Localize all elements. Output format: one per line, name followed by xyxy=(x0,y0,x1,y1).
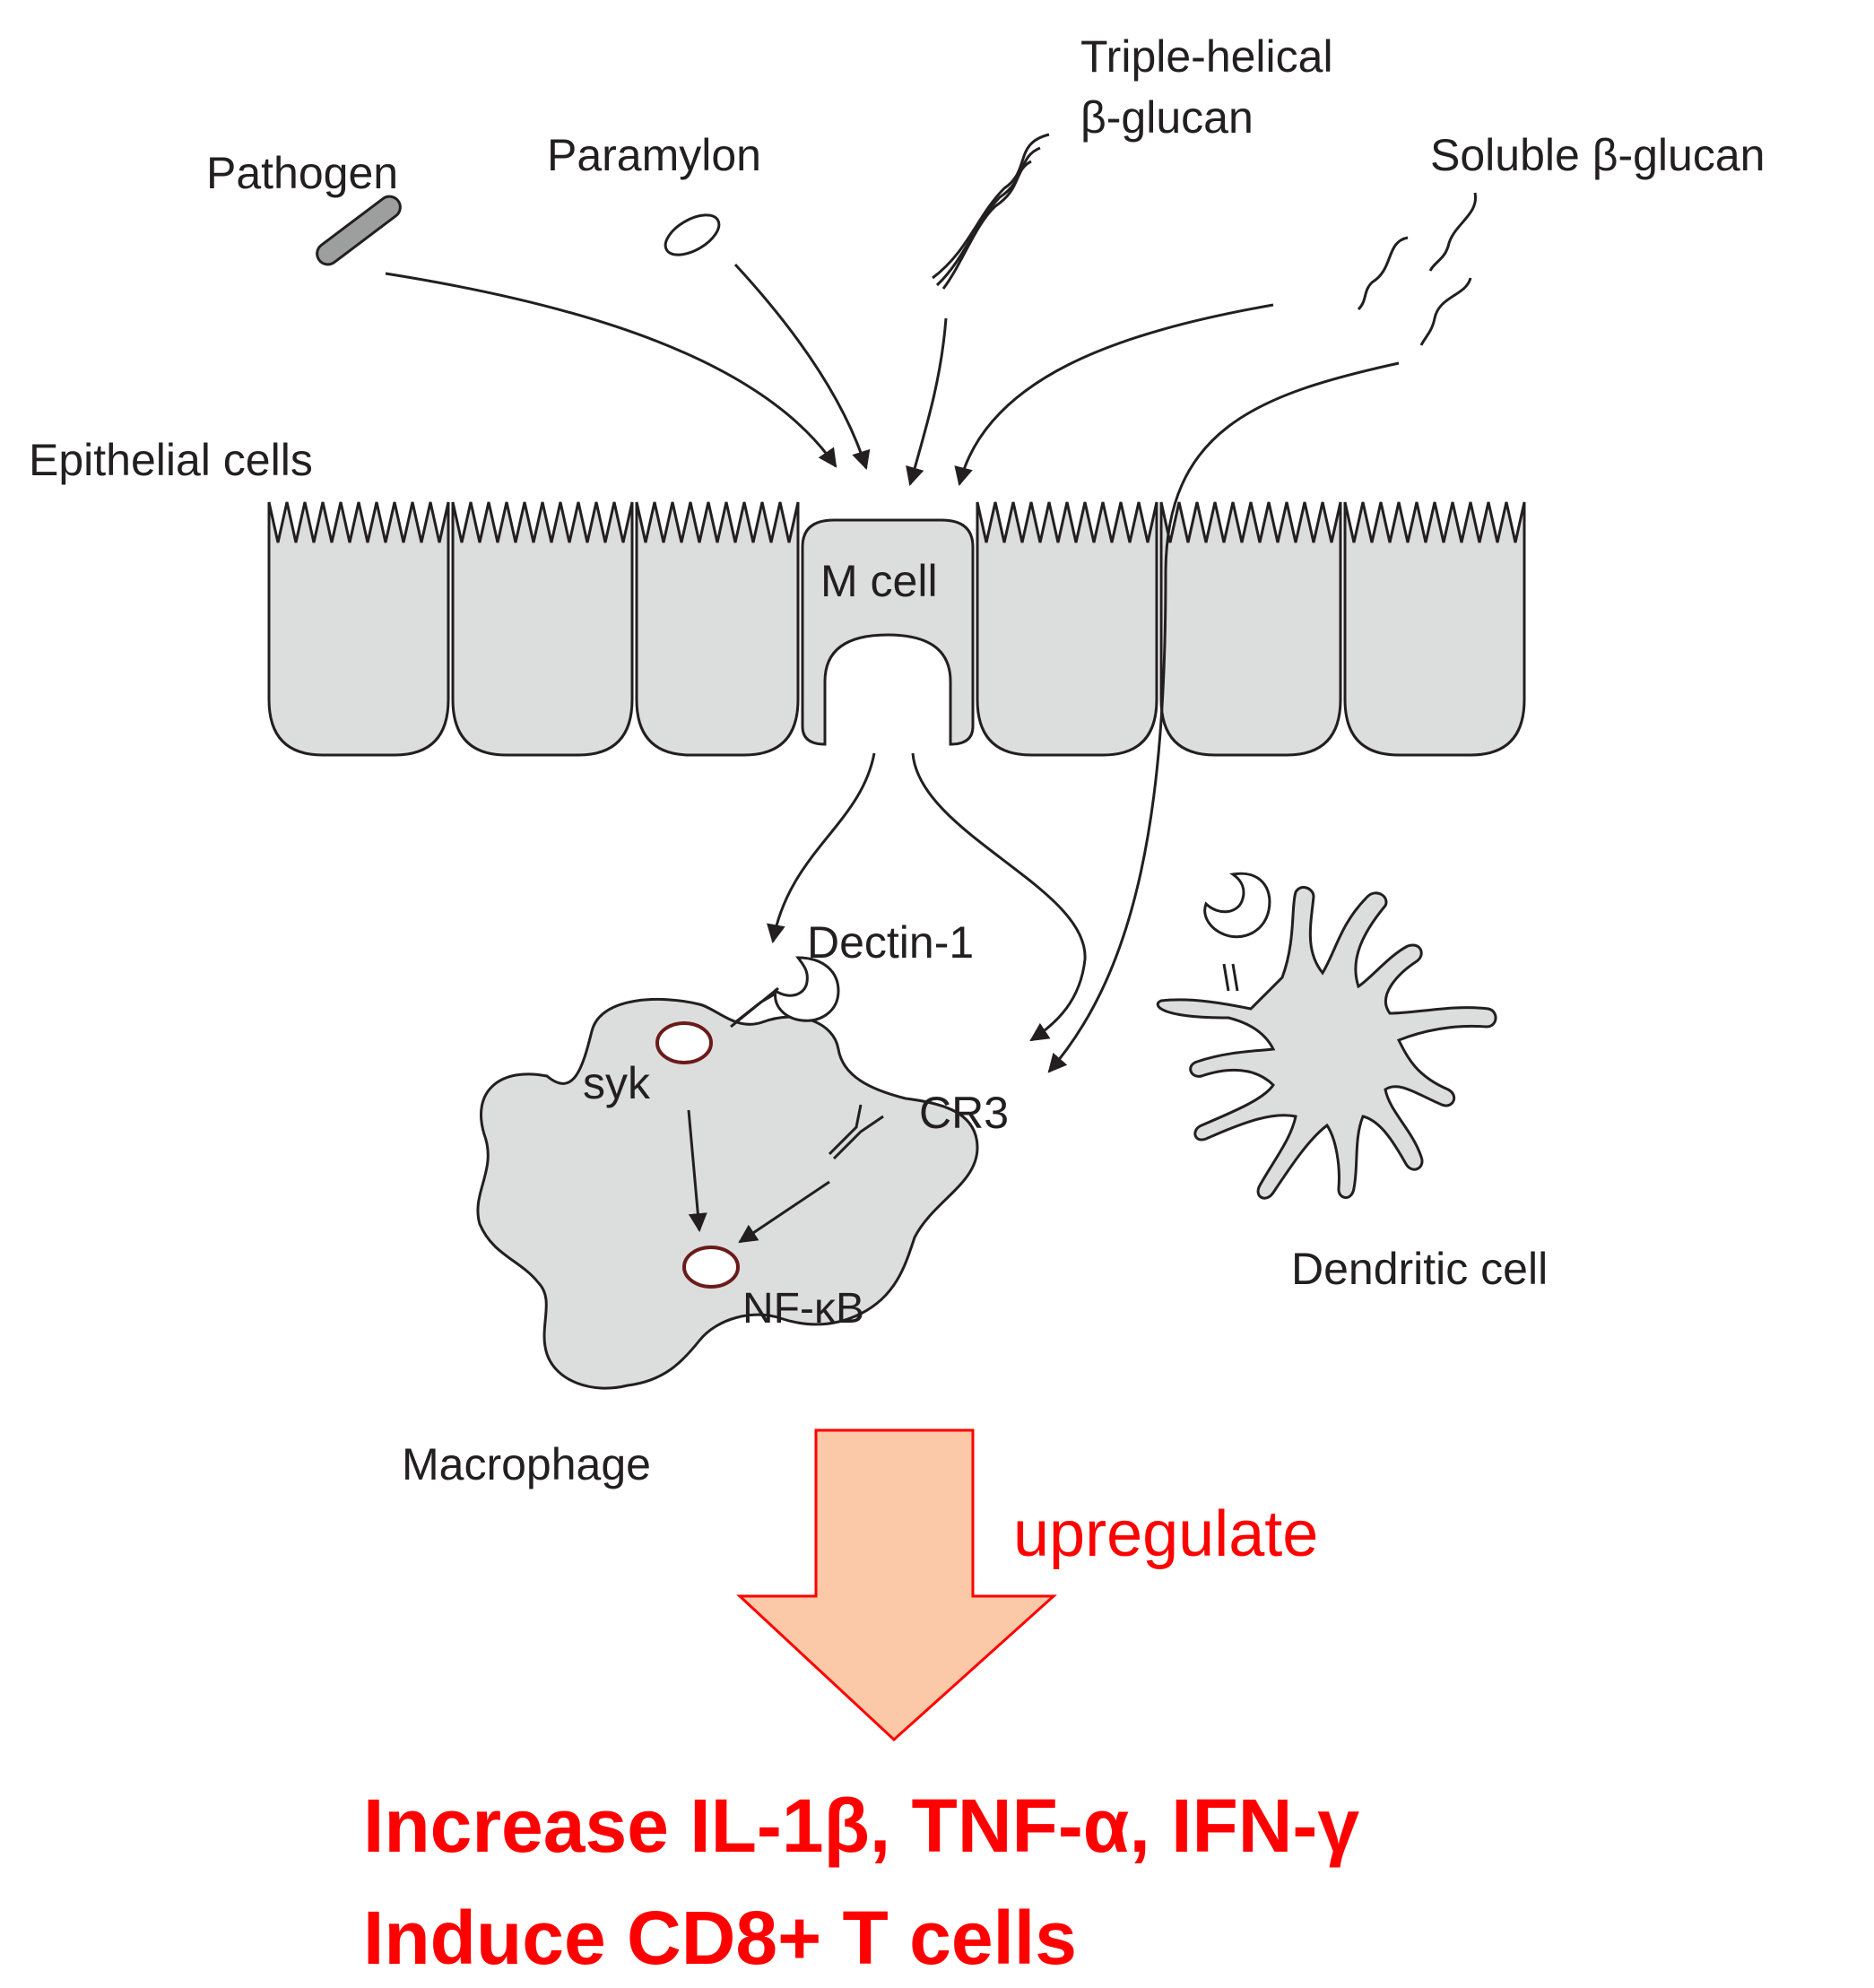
paramylon-shape xyxy=(664,213,721,256)
triple-helical-glucan-shape xyxy=(932,133,1050,290)
epithelial-cells-label: Epithelial cells xyxy=(29,435,313,485)
result-line-1: Increase IL-1β, TNF-α, IFN-γ xyxy=(363,1784,1359,1868)
macrophage-label: Macrophage xyxy=(402,1439,651,1489)
triple-helical-label-1: Triple-helical xyxy=(1080,31,1333,82)
dectin-1-label: Dectin-1 xyxy=(807,917,974,968)
nfkb-node xyxy=(682,1246,740,1289)
dectin-1-receptor xyxy=(730,956,840,1029)
soluble-glucan-arrow xyxy=(954,303,1274,487)
epithelial-cell-5 xyxy=(1159,501,1342,757)
nfkb-label: NF-κB xyxy=(742,1285,864,1333)
triple-glucan-arrow xyxy=(906,317,948,487)
epithelial-cell-1 xyxy=(267,501,450,757)
epithelial-cell-2 xyxy=(451,501,634,757)
result-line-2: Induce CD8+ T cells xyxy=(363,1896,1077,1980)
cr3-label: CR3 xyxy=(919,1088,1009,1138)
dendritic-cell-label: Dendritic cell xyxy=(1291,1244,1548,1294)
m-cell-label: M cell xyxy=(820,556,938,606)
soluble-glucan-label: Soluble β-glucan xyxy=(1430,130,1765,180)
cr3-receptor xyxy=(828,1104,884,1160)
pathogen-shape xyxy=(316,195,402,266)
pathogen-arrow xyxy=(385,272,837,468)
dendritic-receptor xyxy=(1203,872,1271,992)
epithelial-cell-4 xyxy=(976,501,1158,757)
triple-helical-label-2: β-glucan xyxy=(1080,92,1254,143)
macrophage-cell xyxy=(476,997,979,1390)
soluble-glucan-shape xyxy=(1357,192,1478,346)
mcell-to-dectin-arrow xyxy=(767,752,876,944)
epithelial-layer xyxy=(267,501,1526,757)
epithelial-cell-6 xyxy=(1343,501,1526,757)
soluble-to-cr3-arrow xyxy=(1047,361,1400,1073)
epithelial-cell-3 xyxy=(635,501,800,757)
syk-node xyxy=(655,1021,713,1064)
upregulate-label: upregulate xyxy=(1013,1498,1318,1570)
paramylon-label: Paramylon xyxy=(547,130,761,180)
paramylon-arrow xyxy=(733,263,871,471)
upregulate-arrow xyxy=(736,1428,1057,1742)
pathogen-label: Pathogen xyxy=(206,148,398,198)
mcell-to-cr3-arrow xyxy=(911,752,1087,1042)
dendritic-cell xyxy=(1156,886,1497,1200)
cr3-to-nfkb-arrow xyxy=(738,1180,830,1244)
syk-label: syk xyxy=(583,1058,651,1108)
syk-to-nfkb-arrow xyxy=(687,1109,707,1233)
m-cell xyxy=(801,518,975,746)
